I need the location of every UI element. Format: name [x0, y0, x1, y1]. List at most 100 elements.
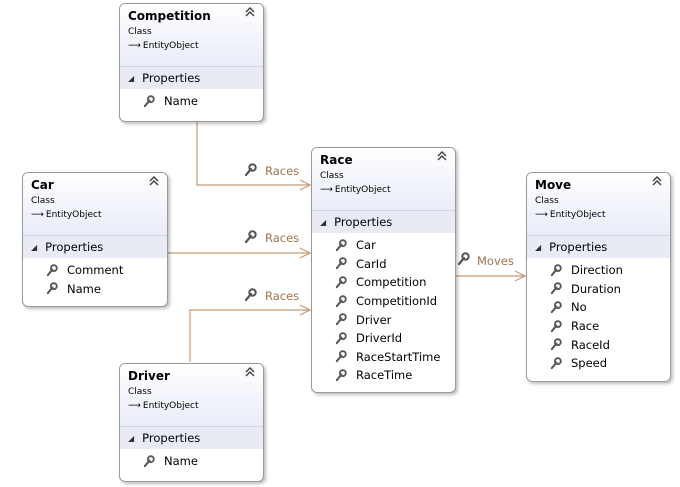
- property-item[interactable]: Driver: [312, 310, 455, 329]
- property-item[interactable]: CarId: [312, 255, 455, 274]
- wrench-icon: [244, 230, 257, 244]
- property-item[interactable]: Direction: [527, 261, 670, 280]
- property-name: Direction: [571, 263, 623, 278]
- class-name: Race: [320, 153, 353, 167]
- base-class: EntityObject: [142, 401, 199, 411]
- wrench-icon: [550, 264, 562, 276]
- properties-section-header[interactable]: ◢ Properties: [120, 66, 263, 89]
- property-item[interactable]: CompetitionId: [312, 292, 455, 311]
- association-label-car-race[interactable]: Races: [265, 231, 300, 245]
- collapse-chevron-icon[interactable]: [437, 150, 447, 162]
- collapse-chevron-icon[interactable]: [245, 6, 255, 18]
- expand-triangle-icon[interactable]: ◢: [128, 433, 135, 443]
- class-kind: Class: [31, 196, 55, 206]
- property-item[interactable]: No: [527, 298, 670, 317]
- collapse-chevron-icon[interactable]: [149, 175, 159, 187]
- association-label-race-move[interactable]: Moves: [477, 254, 514, 268]
- wrench-icon: [46, 282, 58, 295]
- property-item[interactable]: Speed: [527, 354, 670, 373]
- property-item[interactable]: Name: [23, 280, 167, 299]
- property-name: Speed: [571, 356, 608, 371]
- section-label: Properties: [142, 71, 201, 85]
- wrench-icon: [550, 301, 562, 314]
- property-item[interactable]: RaceId: [527, 335, 670, 354]
- class-name: Car: [31, 178, 54, 192]
- association-label-competition-race[interactable]: Races: [265, 164, 300, 178]
- wrench-icon: [550, 282, 562, 295]
- property-item[interactable]: RaceTime: [312, 366, 455, 385]
- wrench-icon: [244, 288, 257, 302]
- property-item[interactable]: Competition: [312, 273, 455, 292]
- property-item[interactable]: Car: [312, 236, 455, 255]
- section-label: Properties: [549, 240, 608, 254]
- section-label: Properties: [334, 215, 393, 229]
- inherits-arrow-icon: ⟶: [320, 185, 333, 195]
- class-kind: Class: [535, 196, 559, 206]
- class-kind: Class: [128, 387, 152, 397]
- property-item[interactable]: Race: [527, 317, 670, 336]
- property-item[interactable]: Duration: [527, 280, 670, 299]
- expand-triangle-icon[interactable]: ◢: [31, 242, 38, 252]
- wrench-icon: [335, 332, 347, 344]
- wrench-icon: [335, 294, 347, 307]
- inherits-arrow-icon: ⟶: [535, 210, 548, 220]
- wrench-icon: [335, 257, 347, 270]
- expand-triangle-icon[interactable]: ◢: [535, 242, 542, 252]
- property-item[interactable]: Name: [120, 92, 263, 111]
- class-name: Move: [535, 178, 572, 192]
- property-item[interactable]: RaceStartTime: [312, 348, 455, 367]
- inherits-arrow-icon: ⟶: [128, 41, 141, 51]
- wrench-icon: [244, 163, 257, 177]
- wrench-icon: [335, 350, 347, 363]
- connector-driver-race: [189, 309, 310, 362]
- properties-section-header[interactable]: ◢ Properties: [312, 210, 455, 233]
- properties-section-header[interactable]: ◢ Properties: [527, 235, 670, 258]
- wrench-icon: [335, 313, 347, 326]
- property-name: No: [571, 300, 587, 315]
- wrench-icon: [335, 276, 347, 289]
- section-label: Properties: [142, 431, 201, 445]
- collapse-chevron-icon[interactable]: [245, 366, 255, 378]
- properties-section-header[interactable]: ◢Properties: [23, 235, 167, 258]
- base-class: EntityObject: [142, 41, 199, 51]
- property-name: Comment: [67, 263, 124, 278]
- property-name: CarId: [356, 256, 387, 271]
- property-item[interactable]: Name: [120, 452, 263, 471]
- property-item[interactable]: Comment: [23, 261, 167, 280]
- expand-triangle-icon[interactable]: ◢: [128, 73, 135, 83]
- expand-triangle-icon[interactable]: ◢: [320, 217, 327, 227]
- property-list: Name: [120, 89, 263, 115]
- inherits-arrow-icon: ⟶: [31, 210, 44, 220]
- base-class: EntityObject: [549, 210, 606, 220]
- association-label-driver-race[interactable]: Races: [265, 289, 300, 303]
- base-class: EntityObject: [334, 185, 391, 195]
- collapse-chevron-icon[interactable]: [652, 175, 662, 187]
- wrench-icon: [457, 252, 470, 266]
- property-name: Name: [164, 94, 198, 109]
- class-name: Driver: [128, 369, 170, 383]
- property-name: Car: [356, 238, 376, 253]
- property-name: RaceStartTime: [356, 349, 441, 364]
- property-item[interactable]: DriverId: [312, 329, 455, 348]
- property-name: Competition: [356, 275, 427, 290]
- connector-competition-race: [196, 122, 310, 186]
- property-name: CompetitionId: [356, 294, 438, 309]
- properties-section-header[interactable]: ◢ Properties: [120, 426, 263, 449]
- property-name: Name: [67, 281, 101, 296]
- property-name: Duration: [571, 281, 621, 296]
- wrench-icon: [550, 319, 562, 332]
- wrench-icon: [550, 338, 562, 351]
- class-kind: Class: [128, 27, 152, 37]
